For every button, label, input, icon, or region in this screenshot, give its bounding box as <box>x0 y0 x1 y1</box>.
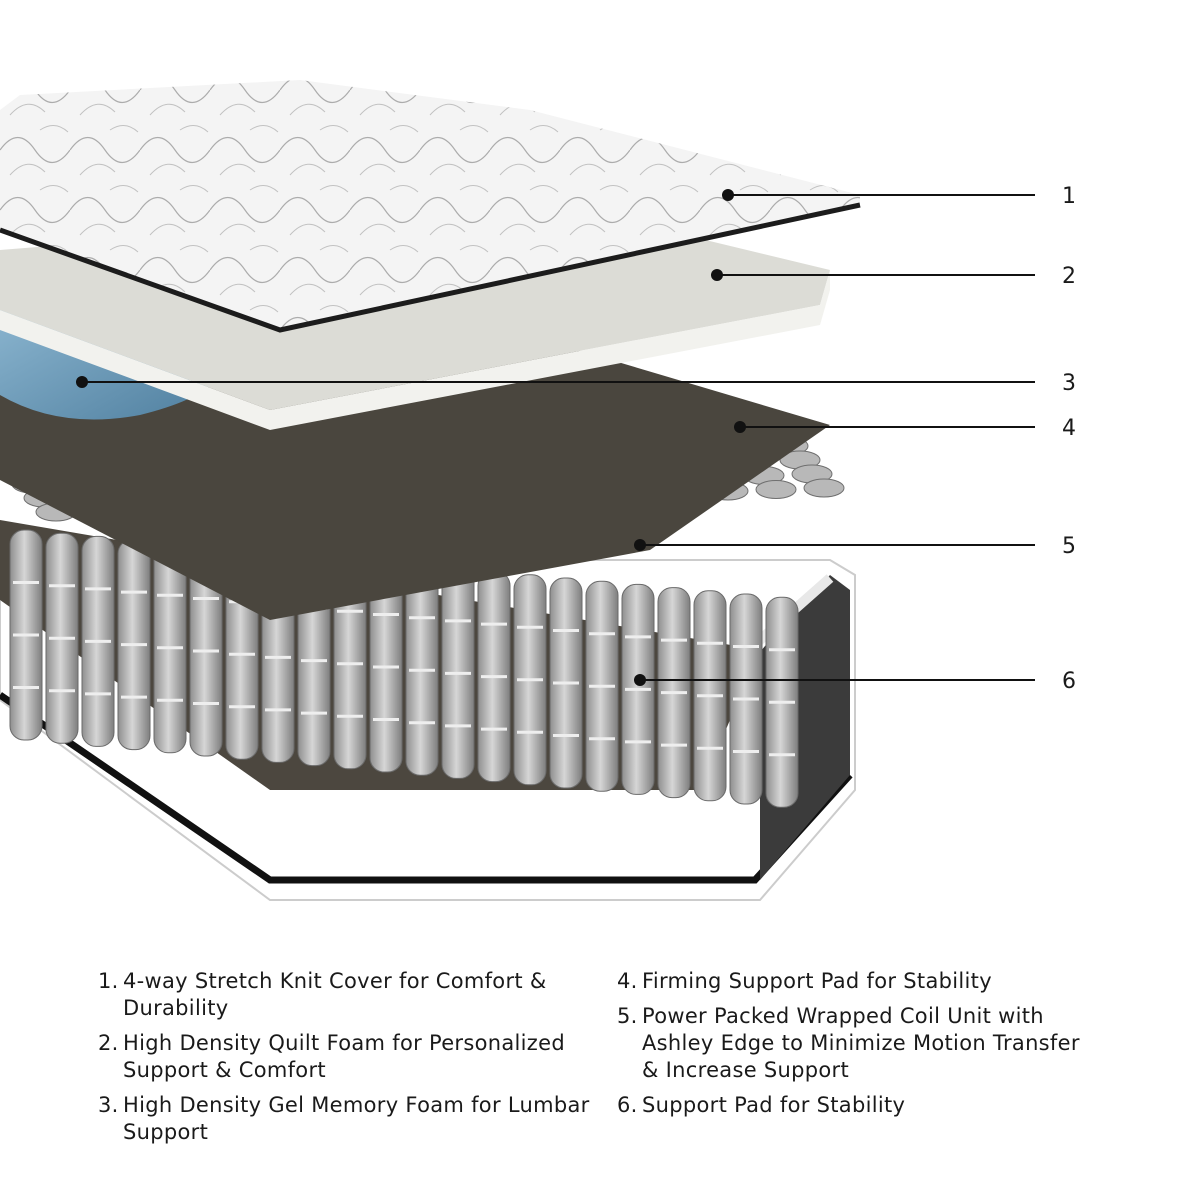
legend-number-2: 2. <box>98 1031 119 1055</box>
callout-number-6: 6 <box>1062 669 1076 694</box>
callout-4: 4 <box>734 416 1076 441</box>
callout-2: 2 <box>711 264 1076 289</box>
callout-1: 1 <box>722 184 1076 209</box>
callout-number-4: 4 <box>1062 416 1076 441</box>
knit-cover-layer <box>0 80 861 333</box>
legend-text-1: 4-way Stretch Knit Cover for Comfort & D… <box>123 969 547 1020</box>
coil-top <box>803 478 845 498</box>
coil-top <box>755 480 797 499</box>
callout-3: 3 <box>76 371 1076 396</box>
legend-number-4: 4. <box>617 969 638 993</box>
legend-item-6: 6. Support Pad for Stability <box>617 1092 1097 1119</box>
legend-text-5: Power Packed Wrapped Coil Unit with Ashl… <box>642 1004 1080 1082</box>
legend-item-2: 2. High Density Quilt Foam for Personali… <box>98 1030 598 1084</box>
legend-item-4: 4. Firming Support Pad for Stability <box>617 968 1097 995</box>
legend-text-2: High Density Quilt Foam for Personalized… <box>123 1031 565 1082</box>
callout-number-2: 2 <box>1062 264 1076 289</box>
callout-6: 6 <box>634 669 1076 694</box>
callout-number-1: 1 <box>1062 184 1076 209</box>
legend-number-3: 3. <box>98 1093 119 1117</box>
legend-item-5: 5. Power Packed Wrapped Coil Unit with A… <box>617 1003 1097 1084</box>
legend-column-right: 4. Firming Support Pad for Stability 5. … <box>617 968 1097 1127</box>
callout-number-3: 3 <box>1062 371 1076 396</box>
legend-item-1: 1. 4-way Stretch Knit Cover for Comfort … <box>98 968 598 1022</box>
legend-number-6: 6. <box>617 1093 638 1117</box>
callout-number-5: 5 <box>1062 534 1076 559</box>
legend-item-3: 3. High Density Gel Memory Foam for Lumb… <box>98 1092 598 1146</box>
legend-text-6: Support Pad for Stability <box>642 1093 906 1117</box>
callout-5: 5 <box>634 534 1076 559</box>
legend-number-5: 5. <box>617 1004 638 1028</box>
legend-column-left: 1. 4-way Stretch Knit Cover for Comfort … <box>98 968 598 1154</box>
legend-text-4: Firming Support Pad for Stability <box>642 969 992 993</box>
legend-text-3: High Density Gel Memory Foam for Lumbar … <box>123 1093 590 1144</box>
legend-number-1: 1. <box>98 969 119 993</box>
mattress-layers-diagram: 1 2 3 4 5 6 <box>0 80 1076 901</box>
